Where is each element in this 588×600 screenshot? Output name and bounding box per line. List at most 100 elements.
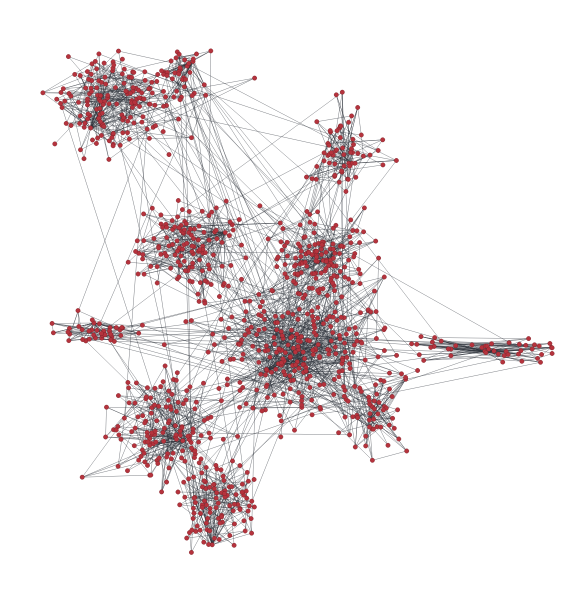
graph-node [173, 432, 179, 438]
edge [227, 349, 282, 385]
graph-node [337, 268, 343, 274]
edge [355, 417, 358, 448]
graph-node [220, 473, 226, 479]
graph-node [376, 255, 381, 261]
graph-node [326, 262, 331, 268]
graph-node [110, 143, 116, 149]
graph-node [149, 79, 155, 85]
edge [231, 282, 333, 318]
graph-node [140, 114, 146, 120]
graph-node [140, 413, 146, 419]
graph-node [201, 229, 207, 235]
graph-node [395, 407, 400, 413]
graph-node [77, 121, 83, 126]
graph-node [161, 89, 166, 94]
edge [165, 73, 241, 510]
graph-node [500, 359, 506, 365]
graph-node [351, 142, 356, 148]
graph-node [418, 334, 424, 339]
graph-node [182, 494, 188, 500]
edge [188, 232, 224, 286]
edge [117, 387, 129, 467]
graph-node [141, 211, 147, 217]
graph-node [202, 250, 208, 256]
edge [158, 406, 195, 458]
edge [177, 51, 310, 215]
graph-node [186, 476, 192, 482]
graph-node [94, 85, 100, 91]
graph-node [181, 258, 187, 264]
graph-node [302, 292, 308, 298]
graph-node [163, 94, 169, 100]
graph-node [414, 341, 420, 347]
graph-node [164, 454, 170, 460]
graph-node [202, 498, 207, 504]
graph-node [168, 58, 174, 64]
graph-node [284, 239, 290, 245]
graph-node [207, 528, 213, 534]
graph-node [328, 338, 334, 344]
graph-node [76, 99, 81, 105]
graph-node [237, 463, 243, 468]
graph-node [355, 150, 361, 156]
edge [202, 200, 227, 247]
graph-node [381, 274, 387, 280]
graph-node [320, 321, 326, 326]
graph-node [307, 385, 313, 390]
graph-node [306, 243, 312, 249]
graph-node [334, 317, 340, 323]
graph-node [309, 397, 315, 403]
graph-node [101, 124, 107, 129]
edge [230, 359, 390, 426]
graph-node [251, 477, 257, 482]
graph-node [292, 368, 297, 374]
edge [316, 115, 352, 122]
graph-node [77, 113, 83, 119]
edge [155, 426, 183, 443]
graph-node [133, 249, 139, 254]
graph-node [115, 463, 121, 469]
edge [42, 92, 91, 129]
graph-node [169, 218, 175, 224]
graph-node [245, 327, 251, 333]
graph-node [353, 174, 359, 180]
graph-node [155, 461, 161, 466]
graph-node [146, 86, 152, 92]
graph-node [348, 217, 354, 223]
edge [91, 63, 133, 108]
graph-node [239, 337, 245, 343]
graph-node [191, 474, 197, 480]
graph-node [267, 354, 273, 360]
graph-node [175, 214, 181, 220]
edge [172, 78, 349, 261]
graph-node [333, 351, 339, 357]
graph-node [81, 124, 87, 130]
edge [82, 290, 272, 340]
edge [174, 254, 291, 389]
graph-node [95, 135, 101, 141]
graph-node [248, 324, 254, 330]
edge [181, 427, 201, 514]
graph-node [506, 340, 512, 346]
graph-node [152, 428, 158, 434]
graph-node [330, 280, 336, 286]
graph-node [205, 415, 211, 421]
graph-node [357, 281, 363, 286]
edge [111, 335, 296, 366]
edge [450, 355, 522, 362]
edge [77, 310, 117, 328]
graph-node [279, 333, 285, 339]
graph-node [242, 528, 248, 534]
edge [69, 330, 90, 335]
graph-node [341, 384, 346, 390]
graph-node [197, 527, 203, 533]
graph-node [362, 357, 368, 363]
edge [182, 279, 242, 451]
graph-node [129, 429, 135, 434]
graph-node [371, 416, 377, 422]
graph-node [208, 282, 214, 287]
graph-node [257, 203, 263, 209]
graph-node [118, 436, 124, 442]
edge [341, 147, 343, 364]
graph-node [363, 443, 369, 449]
